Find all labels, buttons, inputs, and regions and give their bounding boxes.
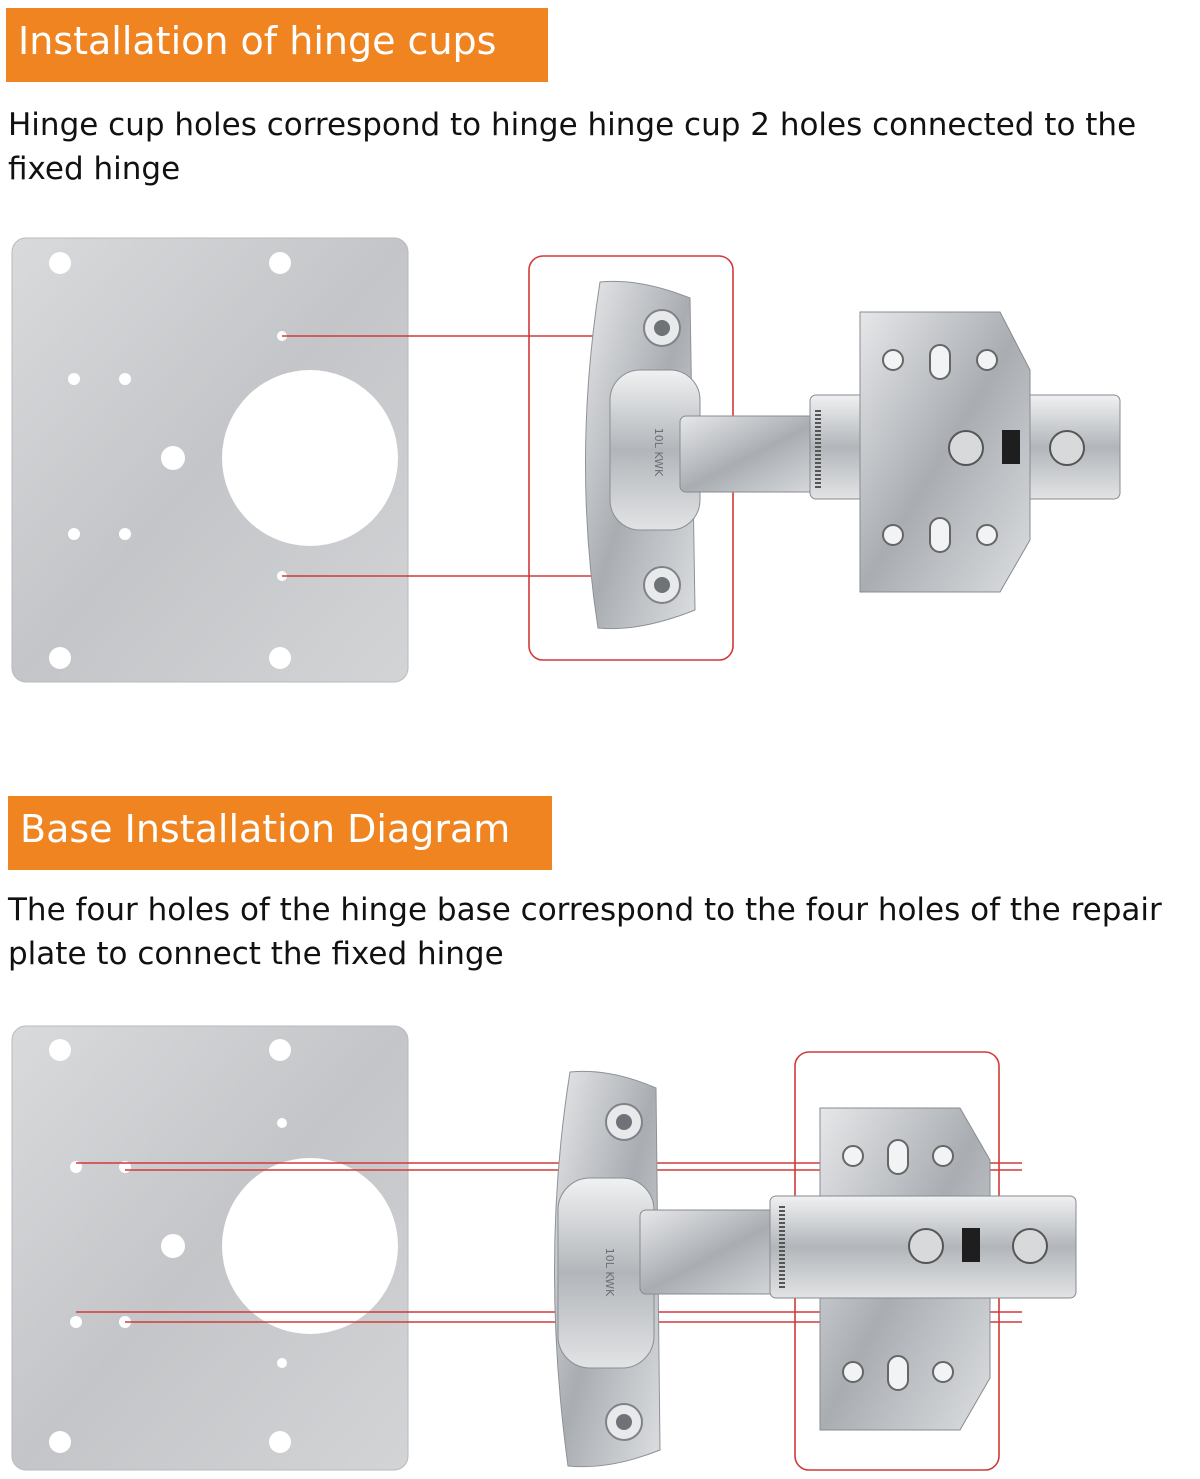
hinge-illustration: 10L KWK xyxy=(554,1070,1077,1468)
hinge-cup-diagram: 10L KWK xyxy=(11,237,1121,683)
base-installation-diagram: 10L KWK xyxy=(11,1025,1077,1471)
repair-plate xyxy=(11,237,409,683)
section-title: Installation of hinge cups xyxy=(18,19,497,63)
repair-plate xyxy=(11,1025,409,1471)
hinge-illustration: 10L KWK xyxy=(584,280,1121,630)
section-title-banner: Installation of hinge cups xyxy=(6,8,548,82)
hinge-stamp: 10L KWK xyxy=(603,1248,616,1297)
section-description: The four holes of the hinge base corresp… xyxy=(8,892,1162,972)
hinge-stamp: 10L KWK xyxy=(652,428,665,477)
section-title-banner: Base Installation Diagram xyxy=(8,796,552,870)
section-title: Base Installation Diagram xyxy=(20,807,511,851)
section-description: Hinge cup holes correspond to hinge hing… xyxy=(8,107,1137,187)
